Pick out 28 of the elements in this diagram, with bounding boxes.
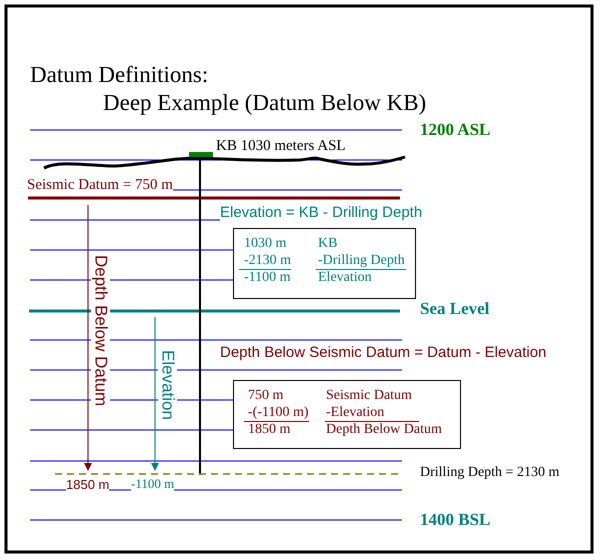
- level-label: 1200 ASL: [420, 121, 490, 140]
- annotation-text: Drilling Depth = 2130 m: [420, 465, 560, 480]
- diagram-title: Datum Definitions:: [30, 62, 208, 88]
- annotation-text: Seismic Datum = 750 m: [27, 177, 173, 194]
- formula-text: -Drilling Depth: [318, 253, 405, 268]
- formula-text: Depth Below Datum: [326, 422, 442, 438]
- value-label: 1850 m: [66, 478, 110, 492]
- level-label: 1400 BSL: [420, 511, 490, 530]
- formula-heading: Depth Below Seismic Datum = Datum - Elevation: [220, 345, 546, 362]
- formula-text: Seismic Datum: [326, 388, 412, 404]
- dimension-label: Depth Below Datum: [91, 255, 110, 406]
- formula-text: 1030 m: [244, 236, 286, 252]
- formula-box: [233, 380, 461, 449]
- annotation-text: KB 1030 meters ASL: [216, 138, 346, 154]
- formula-text: -Elevation: [326, 405, 384, 420]
- value-label: -1100 m: [131, 477, 174, 492]
- formula-text: KB: [318, 236, 338, 252]
- diagram-subtitle: Deep Example (Datum Below KB): [103, 90, 426, 116]
- formula-text: -2130 m: [244, 253, 292, 268]
- level-label: Sea Level: [420, 300, 490, 319]
- formula-text: Elevation: [318, 270, 372, 286]
- formula-text: 1850 m: [248, 422, 290, 438]
- dimension-label: Elevation: [158, 350, 177, 420]
- formula-box: [233, 228, 416, 299]
- formula-text: -1100 m: [244, 270, 291, 286]
- formula-heading: Elevation = KB - Drilling Depth: [220, 205, 422, 222]
- formula-text: -(-1100 m): [248, 405, 309, 420]
- formula-text: 750 m: [248, 388, 284, 404]
